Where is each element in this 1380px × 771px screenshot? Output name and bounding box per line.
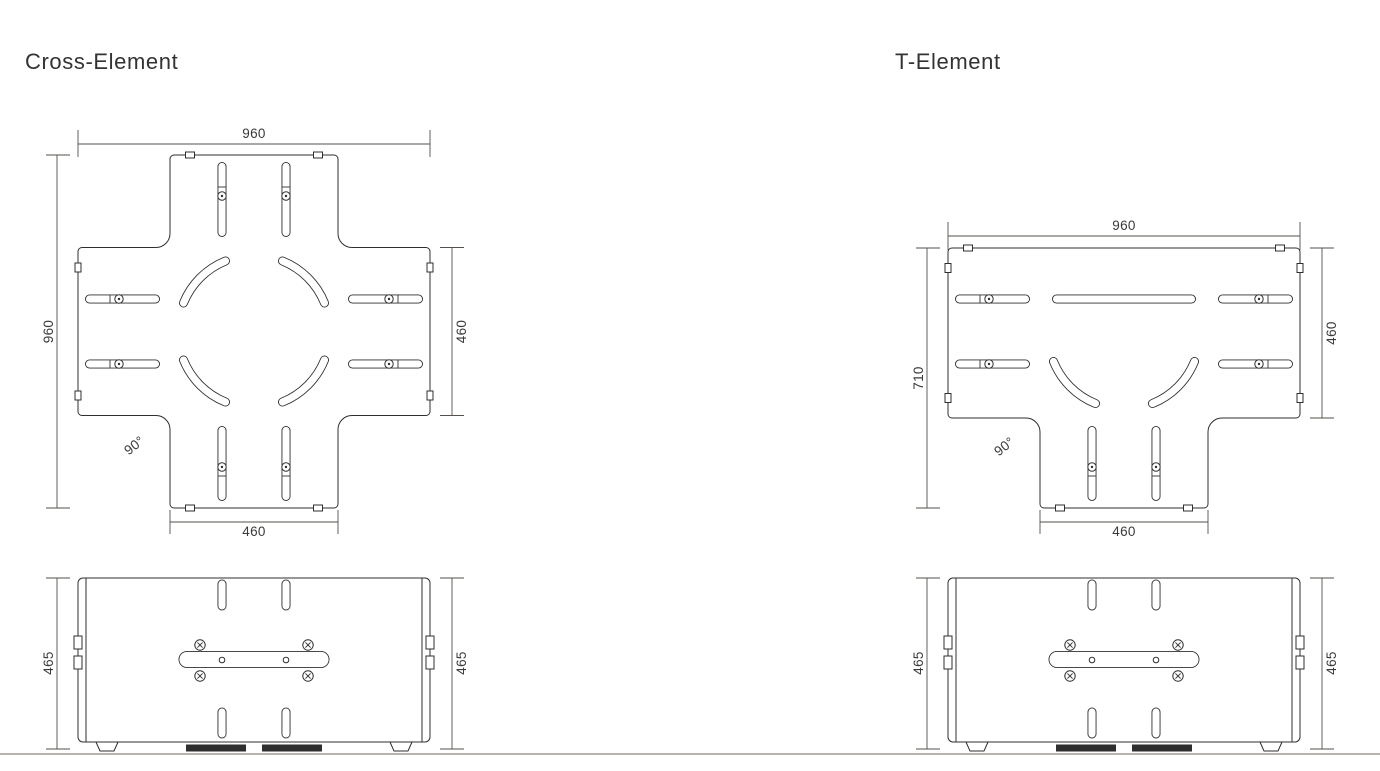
curved-slot — [184, 360, 226, 402]
side-bracket — [1295, 635, 1305, 650]
dim-cross-angle: 90° — [121, 433, 147, 458]
pin-hole — [1152, 656, 1160, 664]
side-bracket — [943, 655, 953, 670]
screw — [217, 191, 227, 201]
curved-slot — [283, 360, 325, 402]
foot — [389, 741, 413, 752]
screw — [302, 670, 314, 682]
connector-notch — [185, 504, 195, 512]
screw — [194, 639, 206, 651]
base-glide — [1056, 744, 1116, 752]
screw — [217, 462, 227, 472]
connector-notch — [1296, 393, 1304, 403]
cross-front-dimensions: 465 465 — [41, 577, 469, 750]
screw — [984, 294, 994, 304]
dim-cross-bottom: 460 — [242, 524, 265, 539]
screw — [1254, 359, 1264, 369]
cross-plan-dimensions: 960 960 460 460 90° — [41, 126, 469, 539]
base-glide — [186, 744, 246, 752]
connector-notch — [426, 262, 434, 273]
foot — [965, 741, 989, 752]
dim-cross-front-left: 465 — [41, 651, 56, 674]
foot — [95, 741, 119, 752]
side-bracket — [425, 635, 435, 650]
t-outline — [947, 247, 1301, 509]
screw — [1172, 639, 1184, 651]
connector-notch — [1296, 263, 1304, 273]
screw — [194, 670, 206, 682]
connector-notch — [313, 151, 323, 159]
t-plan-dimensions: 960 710 460 460 90° — [911, 218, 1339, 539]
screw — [984, 359, 994, 369]
base-glide — [262, 744, 322, 752]
dim-cross-front-right: 465 — [454, 651, 469, 674]
curved-slot — [1054, 362, 1096, 404]
screw — [384, 359, 394, 369]
dim-t-right: 460 — [1324, 321, 1339, 344]
t-element-plan: 960 710 460 460 90° — [911, 218, 1339, 539]
side-bracket — [943, 635, 953, 650]
screw — [1064, 639, 1076, 651]
screw — [114, 294, 124, 304]
base-glide — [1132, 744, 1192, 752]
side-bracket — [73, 635, 83, 650]
dim-t-angle: 90° — [991, 434, 1017, 459]
connector-notch — [963, 244, 973, 252]
curved-slot — [1153, 362, 1195, 404]
pin-hole — [282, 656, 290, 664]
side-bracket — [73, 655, 83, 670]
screw — [114, 359, 124, 369]
cross-outline — [77, 154, 431, 509]
curved-slot — [184, 261, 226, 303]
screw — [1087, 462, 1097, 472]
screw — [1172, 670, 1184, 682]
side-bracket — [1295, 655, 1305, 670]
dim-t-left: 710 — [911, 366, 926, 389]
connector-notch — [944, 263, 952, 273]
screw — [302, 639, 314, 651]
dim-t-front-left: 465 — [911, 651, 926, 674]
t-element-title: T-Element — [895, 49, 1001, 74]
dim-cross-right: 460 — [454, 320, 469, 343]
connector-notch — [1055, 504, 1065, 512]
cross-element-title: Cross-Element — [25, 49, 178, 74]
screw — [1064, 670, 1076, 682]
dim-t-bottom: 460 — [1112, 524, 1135, 539]
connector-notch — [313, 504, 323, 512]
t-element-front: 465 465 — [911, 577, 1339, 752]
connector-notch — [944, 393, 952, 403]
connector-notch — [185, 151, 195, 159]
pin-hole — [1088, 656, 1096, 664]
dim-cross-top: 960 — [242, 126, 265, 141]
connector-notch — [1275, 244, 1285, 252]
t-front-dimensions: 465 465 — [911, 577, 1339, 750]
screw — [1254, 294, 1264, 304]
curved-slot — [283, 261, 325, 303]
dim-t-front-right: 465 — [1324, 651, 1339, 674]
connector-notch — [74, 390, 82, 401]
foot — [1259, 741, 1283, 752]
screw — [281, 462, 291, 472]
cross-element-front: 465 465 — [41, 577, 469, 752]
screw — [1151, 462, 1161, 472]
dim-cross-left: 960 — [41, 320, 56, 343]
dim-t-top: 960 — [1112, 218, 1135, 233]
cross-element-plan: 960 960 460 460 90° — [41, 126, 469, 539]
screw — [281, 191, 291, 201]
pin-hole — [218, 656, 226, 664]
side-bracket — [425, 655, 435, 670]
connector-notch — [426, 390, 434, 401]
connector-notch — [1183, 504, 1193, 512]
connector-notch — [74, 262, 82, 273]
screw — [384, 294, 394, 304]
